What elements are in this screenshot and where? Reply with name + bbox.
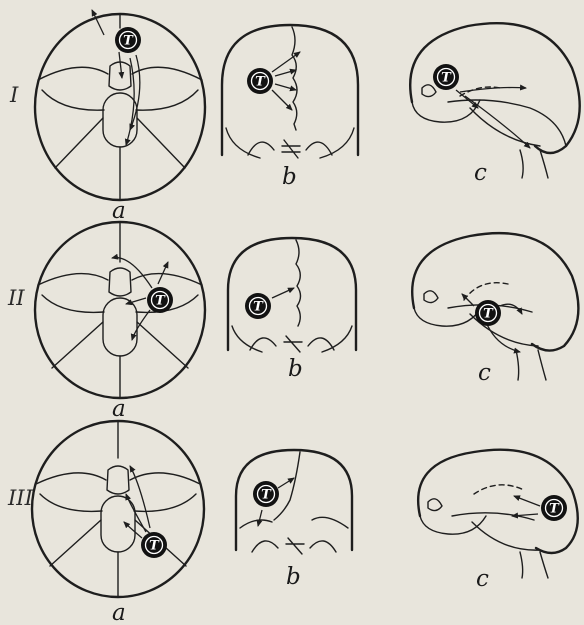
row2-view-a-tumor-marker: T (147, 287, 173, 313)
row-label-1: I (9, 83, 19, 107)
tumor-label: T (123, 34, 134, 49)
row2-view-b-tumor-marker: T (245, 293, 271, 319)
tumor-label: T (261, 488, 272, 503)
row2-view-c-label: c (478, 360, 491, 386)
row1-view-c-lateral-brain (410, 23, 580, 178)
row3-view-c-label: c (476, 566, 489, 592)
row3-view-c-tumor-marker: T (541, 495, 567, 521)
row2-view-c-tumor-marker: T (475, 300, 501, 326)
tumor-label: T (253, 300, 264, 315)
row3-view-a-label: a (112, 600, 126, 625)
row3-view-a-skull-base (32, 421, 204, 597)
tumor-label: T (155, 294, 166, 309)
row3-view-b-label: b (286, 564, 301, 590)
row3-view-b-tumor-marker: T (253, 481, 279, 507)
row2-view-a-label: a (112, 396, 126, 422)
row-label-2: II (7, 286, 25, 310)
row3-view-a-tumor-marker: T (141, 532, 167, 558)
row-label-3: III (7, 486, 34, 510)
row1-view-c-label: c (474, 160, 487, 186)
row2-view-a-skull-base (35, 222, 205, 398)
row1-view-b-tumor-marker: T (247, 68, 273, 94)
row2-view-b-frontal-skull (228, 238, 356, 352)
tumor-label: T (149, 539, 160, 554)
row2-view-b-label: b (288, 356, 303, 382)
row1-view-c-tumor-marker: T (433, 64, 459, 90)
row1-view-a-tumor-marker: T (115, 27, 141, 53)
tumor-label: T (549, 502, 560, 517)
tumor-label: T (483, 307, 494, 322)
row3-view-b-frontal-skull (236, 450, 352, 554)
row1-view-a-label: a (112, 198, 126, 224)
row1-view-b-label: b (282, 164, 297, 190)
row1-view-b-frontal-skull (222, 25, 358, 158)
tumor-label: T (441, 71, 452, 86)
tumor-label: T (255, 75, 266, 90)
